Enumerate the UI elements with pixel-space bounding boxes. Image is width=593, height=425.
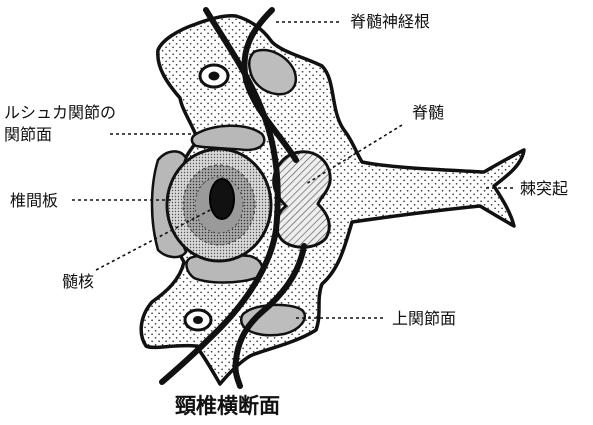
nucleus-pulposus bbox=[210, 179, 234, 219]
label-disc: 椎間板 bbox=[10, 191, 58, 210]
label-luschka-line2: 関節面 bbox=[4, 125, 52, 144]
label-nerve-root: 脊髄神経根 bbox=[350, 12, 430, 31]
lower-foramen-center bbox=[193, 316, 203, 324]
label-nucleus: 髄核 bbox=[62, 272, 94, 291]
figure-title: 頸椎横断面 bbox=[175, 394, 280, 418]
label-luschka-line1: ルシュカ関節の bbox=[4, 103, 116, 122]
upper-foramen-center bbox=[209, 72, 220, 81]
label-spinous-process: 棘突起 bbox=[520, 179, 568, 198]
label-spinal-cord: 脊髄 bbox=[412, 103, 444, 122]
spinal-cord bbox=[274, 152, 331, 247]
label-superior-facet: 上関節面 bbox=[392, 309, 456, 328]
